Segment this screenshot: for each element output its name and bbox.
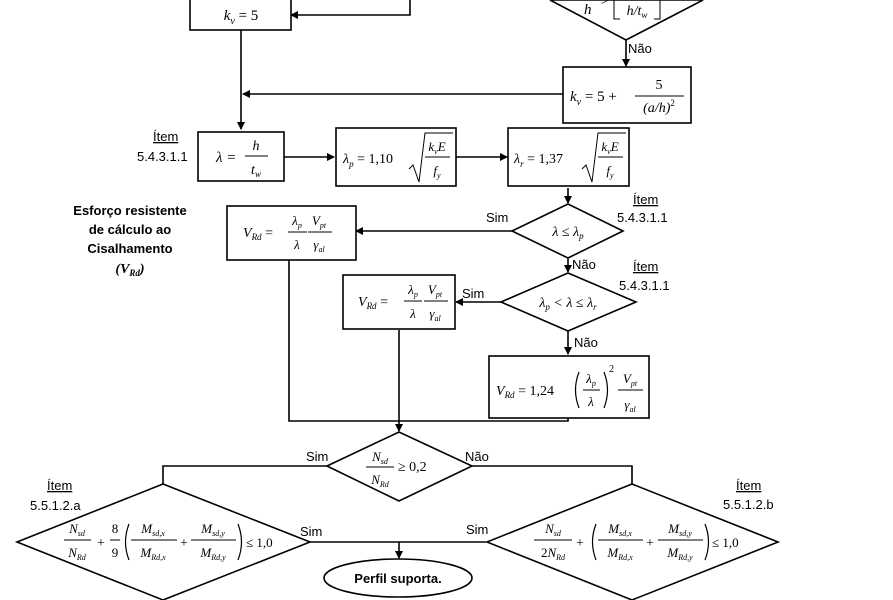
svg-text:(VRd): (VRd) [115,262,144,278]
svg-text:λ: λ [587,394,594,409]
svg-text:λp: λp [407,282,418,299]
item-label-d1: Ítem [633,192,658,207]
svg-text:+: + [576,536,584,551]
svg-text:λ ≤ λp: λ ≤ λp [551,225,584,241]
svg-text:Perfil suporta.: Perfil suporta. [354,571,441,586]
item-label-d2: Ítem [633,259,658,274]
svg-text:2: 2 [609,364,614,375]
vrd2-box: VRd = λp λ Vpt γal [342,274,456,330]
svg-text:λ: λ [409,306,416,321]
kv5-box: kv = 5 [189,0,292,31]
svg-text:λp: λp [585,371,596,388]
item-label-left: Ítem [47,478,72,493]
label-sim-d3: Sim [306,449,328,464]
ref-right: 5.5.1.2.b [723,497,774,512]
svg-text:5: 5 [656,78,663,93]
svg-text:>: > [600,0,609,9]
vrd3-box: VRd = 1,24 λp λ 2 Vpt γal [488,355,650,419]
ref-d2: 5.4.3.1.1 [619,278,670,293]
svg-text:λp: λp [291,213,302,230]
svg-text:λ =: λ = [215,150,236,166]
connector-lines [162,0,633,559]
svg-text:kv = 5: kv = 5 [224,8,259,27]
svg-text:kvE: kvE [601,139,618,156]
ref-left: 5.5.1.2.a [30,498,81,513]
svg-text:λp < λ ≤ λr: λp < λ ≤ λr [538,296,597,312]
svg-text:λ: λ [293,237,300,252]
svg-text:h: h [253,139,260,154]
lambda-box: λ = h tw [197,131,285,182]
end-terminator: Perfil suporta. [323,558,473,598]
svg-text:8: 8 [112,521,119,536]
vrd1-box: VRd = λp λ Vpt γal [226,205,357,261]
svg-text:+: + [180,536,188,551]
decision-nsd-ratio: Nsd NRd ≥ 0,2 [325,431,474,502]
svg-text:λp = 1,10: λp = 1,10 [342,152,393,169]
svg-text:h: h [584,2,592,18]
label-nao-d1: Não [572,257,596,272]
kv-formula-box: kv = 5 + 5 (a/h)2 [562,66,692,124]
side-title: Esforço resistente de cálculo ao Cisalha… [73,203,186,278]
svg-text:≤ 1,0: ≤ 1,0 [246,535,273,550]
svg-text:fy: fy [433,163,441,180]
svg-text:fy: fy [606,163,614,180]
svg-text:≥ 0,2: ≥ 0,2 [398,460,427,475]
label-sim-right: Sim [466,522,488,537]
svg-text:Cisalhamento: Cisalhamento [87,241,172,256]
svg-text:VRd =: VRd = [243,226,273,242]
item-label-right: Ítem [736,478,761,493]
label-nao-top: Não [628,41,652,56]
label-nao-d2: Não [574,335,598,350]
svg-text:≤ 1,0: ≤ 1,0 [712,535,739,550]
svg-text:+: + [646,536,654,551]
interaction-left-diamond: Nsd NRd + 8 9 Msd,x MRd,x + Msd,y MRd,y … [14,483,313,600]
svg-text:tw: tw [251,163,261,179]
label-nao-d3: Não [465,449,489,464]
svg-text:de cálculo ao: de cálculo ao [89,222,171,237]
ref-lambda: 5.4.3.1.1 [137,149,188,164]
label-sim-d1: Sim [486,210,508,225]
lambda-r-box: λr = 1,37 kvE fy [507,127,630,187]
interaction-right-diamond: Nsd 2NRd + Msd,x MRd,x + Msd,y MRd,y ≤ 1… [484,483,781,600]
ref-d1: 5.4.3.1.1 [617,210,668,225]
label-sim-left: Sim [300,524,322,539]
svg-text:λr = 1,37: λr = 1,37 [513,152,563,169]
svg-text:kv = 5 +: kv = 5 + [570,89,617,108]
svg-text:(a/h)2: (a/h)2 [643,98,675,116]
item-label-lambda: Ítem [153,129,178,144]
svg-text:9: 9 [112,545,119,560]
decision-lambda-between: λp < λ ≤ λr [498,272,639,332]
lambda-p-box: λp = 1,10 kvE fy [335,127,457,187]
label-sim-d2: Sim [462,286,484,301]
top-decision: h > h/tw [549,0,704,41]
svg-text:Esforço resistente: Esforço resistente [73,203,186,218]
decision-lambda-le-lambda-p: λ ≤ λp [510,203,625,259]
svg-text:kvE: kvE [428,139,445,156]
svg-text:VRd =: VRd = [358,295,388,311]
svg-text:+: + [97,536,105,551]
